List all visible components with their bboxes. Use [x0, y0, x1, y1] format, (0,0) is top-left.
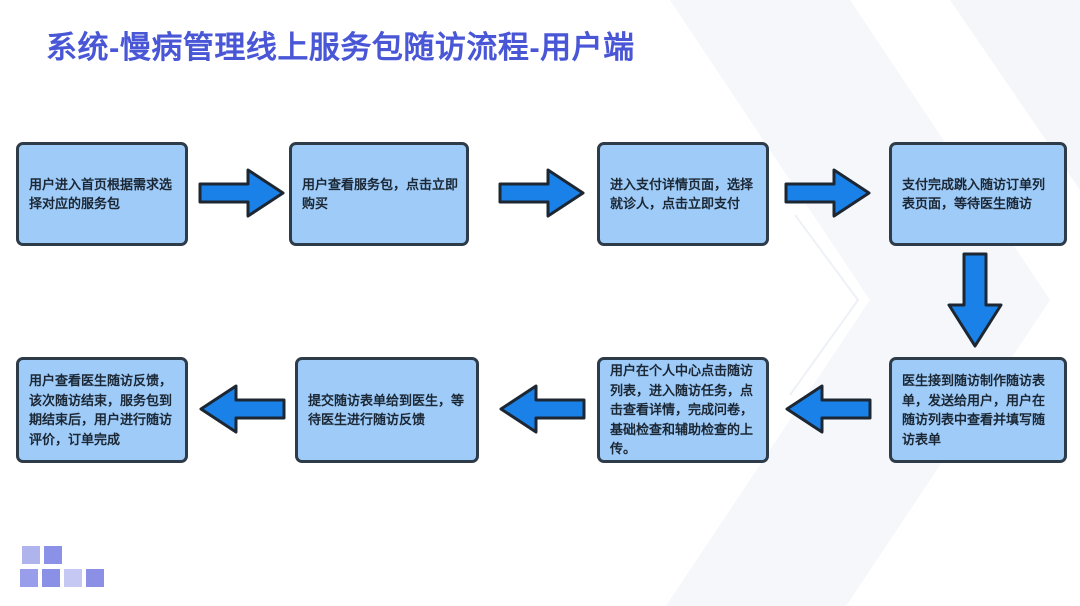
flow-step-8-text: 用户查看医生随访反馈，该次随访结束，服务包到期结束后，用户进行随访评价，订单完成: [29, 373, 173, 447]
arrow-right-icon: [198, 167, 286, 224]
arrow-down-icon: [946, 252, 1004, 355]
arrow-left-icon: [784, 383, 872, 440]
deco-square: [20, 569, 38, 587]
flow-step-7: 提交随访表单给到医生，等待医生进行随访反馈: [295, 357, 479, 463]
flow-step-5-text: 医生接到随访制作随访表单，发送给用户，用户在随访列表中查看并填写随访表单: [902, 373, 1046, 447]
flow-step-6: 用户在个人中心点击随访列表，进入随访任务，点击查看详情，完成问卷，基础检查和辅助…: [597, 357, 769, 463]
flow-step-8: 用户查看医生随访反馈，该次随访结束，服务包到期结束后，用户进行随访评价，订单完成: [16, 357, 188, 463]
flow-step-7-text: 提交随访表单给到医生，等待医生进行随访反馈: [308, 392, 465, 428]
arrow-right-icon: [498, 167, 586, 224]
flow-step-3-text: 进入支付详情页面，选择就诊人，点击立即支付: [610, 176, 754, 212]
flow-step-3: 进入支付详情页面，选择就诊人，点击立即支付: [597, 142, 769, 246]
deco-square: [64, 569, 82, 587]
arrow-left-icon: [498, 383, 586, 440]
flow-step-2: 用户查看服务包，点击立即购买: [289, 142, 469, 246]
flow-step-4-text: 支付完成跳入随访订单列表页面，等待医生随访: [902, 176, 1046, 212]
arrow-right-icon: [784, 167, 872, 224]
deco-square: [22, 546, 40, 564]
flow-step-1-text: 用户进入首页根据需求选择对应的服务包: [29, 176, 173, 212]
deco-square: [44, 546, 62, 564]
deco-square: [42, 569, 60, 587]
flow-step-6-text: 用户在个人中心点击随访列表，进入随访任务，点击查看详情，完成问卷，基础检查和辅助…: [610, 363, 754, 457]
deco-square: [86, 569, 104, 587]
flow-step-1: 用户进入首页根据需求选择对应的服务包: [16, 142, 188, 246]
page-title: 系统-慢病管理线上服务包随访流程-用户端: [46, 30, 635, 65]
flow-step-5: 医生接到随访制作随访表单，发送给用户，用户在随访列表中查看并填写随访表单: [889, 357, 1067, 463]
arrow-left-icon: [198, 383, 286, 440]
flow-step-2-text: 用户查看服务包，点击立即购买: [302, 176, 459, 212]
flow-step-4: 支付完成跳入随访订单列表页面，等待医生随访: [889, 142, 1067, 246]
